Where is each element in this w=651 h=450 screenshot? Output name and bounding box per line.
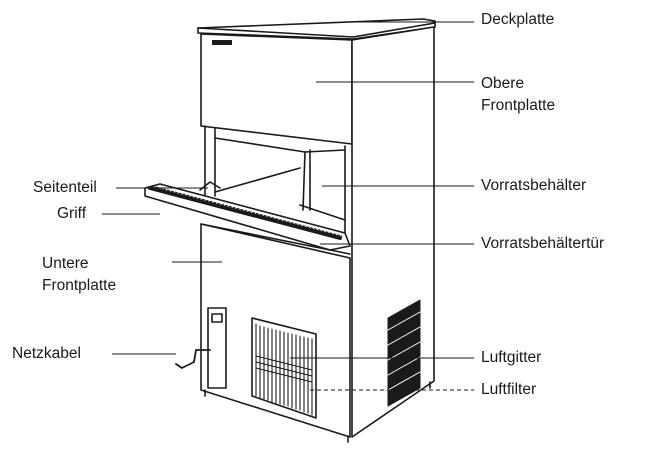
side-grille-slats — [387, 311, 421, 391]
bin-inner-floor — [214, 167, 346, 221]
label-vorratsbehaeltertuer: Vorratsbehältertür — [481, 235, 605, 252]
label-untere-line1: Untere — [42, 255, 89, 272]
label-luftfilter: Luftfilter — [481, 381, 537, 398]
label-obere-line2: Frontplatte — [481, 97, 556, 114]
label-luftgitter: Luftgitter — [481, 349, 542, 366]
label-vorratsbehaelter: Vorratsbehälter — [481, 177, 587, 194]
lower-panel-top — [200, 223, 351, 255]
label-seitenteil: Seitenteil — [33, 179, 97, 196]
bin-inner-rear — [302, 149, 311, 211]
upper-front-panel — [200, 33, 353, 145]
bin-door-handle — [148, 186, 342, 240]
label-obere-line1: Obere — [481, 75, 525, 92]
brand-badge — [212, 40, 232, 45]
label-netzkabel: Netzkabel — [12, 345, 81, 362]
front-grille-slats — [255, 323, 313, 416]
top-cover-edge — [197, 22, 436, 38]
top-cover — [197, 18, 436, 40]
feet — [204, 381, 431, 443]
label-untere-line2: Frontplatte — [42, 277, 117, 294]
label-deckplatte: Deckplatte — [481, 11, 555, 28]
power-box — [207, 307, 227, 389]
label-griff: Griff — [57, 205, 86, 222]
power-cable — [175, 349, 211, 369]
power-switch — [211, 313, 223, 323]
bin-opening-left — [204, 125, 216, 206]
side-piece — [199, 181, 221, 191]
bin-door-handle-hatch — [151, 185, 343, 237]
side-grille — [387, 299, 421, 407]
